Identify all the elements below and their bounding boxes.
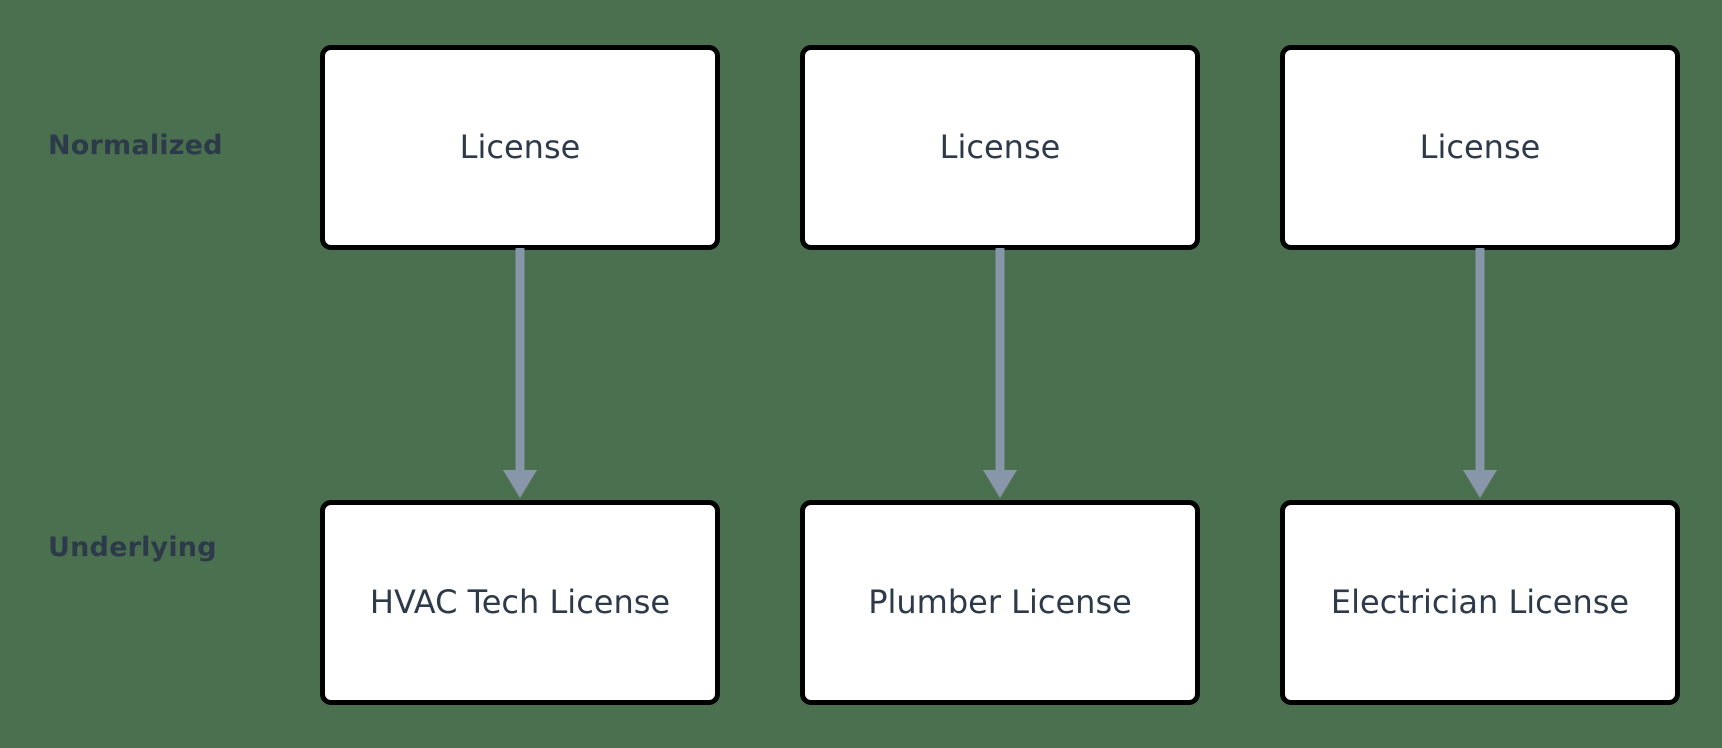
underlying-node-plumber[interactable]: Plumber License: [800, 500, 1200, 705]
normalized-node-plumber[interactable]: License: [800, 45, 1200, 250]
underlying-node-hvac[interactable]: HVAC Tech License: [320, 500, 720, 705]
row-label-normalized: Normalized: [48, 130, 223, 161]
normalized-node-hvac-label: License: [459, 128, 581, 167]
arrow-normalized-to-hvac-icon: [503, 248, 537, 498]
arrow-normalized-to-plumber-icon: [983, 248, 1017, 498]
underlying-node-plumber-label: Plumber License: [868, 583, 1132, 622]
underlying-node-electrician[interactable]: Electrician License: [1280, 500, 1680, 705]
normalized-node-plumber-label: License: [939, 128, 1061, 167]
normalized-node-hvac[interactable]: License: [320, 45, 720, 250]
underlying-node-electrician-label: Electrician License: [1330, 583, 1630, 622]
arrow-normalized-to-electrician-icon: [1463, 248, 1497, 498]
row-label-underlying: Underlying: [48, 532, 217, 563]
normalized-node-electrician[interactable]: License: [1280, 45, 1680, 250]
normalized-node-electrician-label: License: [1419, 128, 1541, 167]
underlying-node-hvac-label: HVAC Tech License: [369, 583, 671, 622]
